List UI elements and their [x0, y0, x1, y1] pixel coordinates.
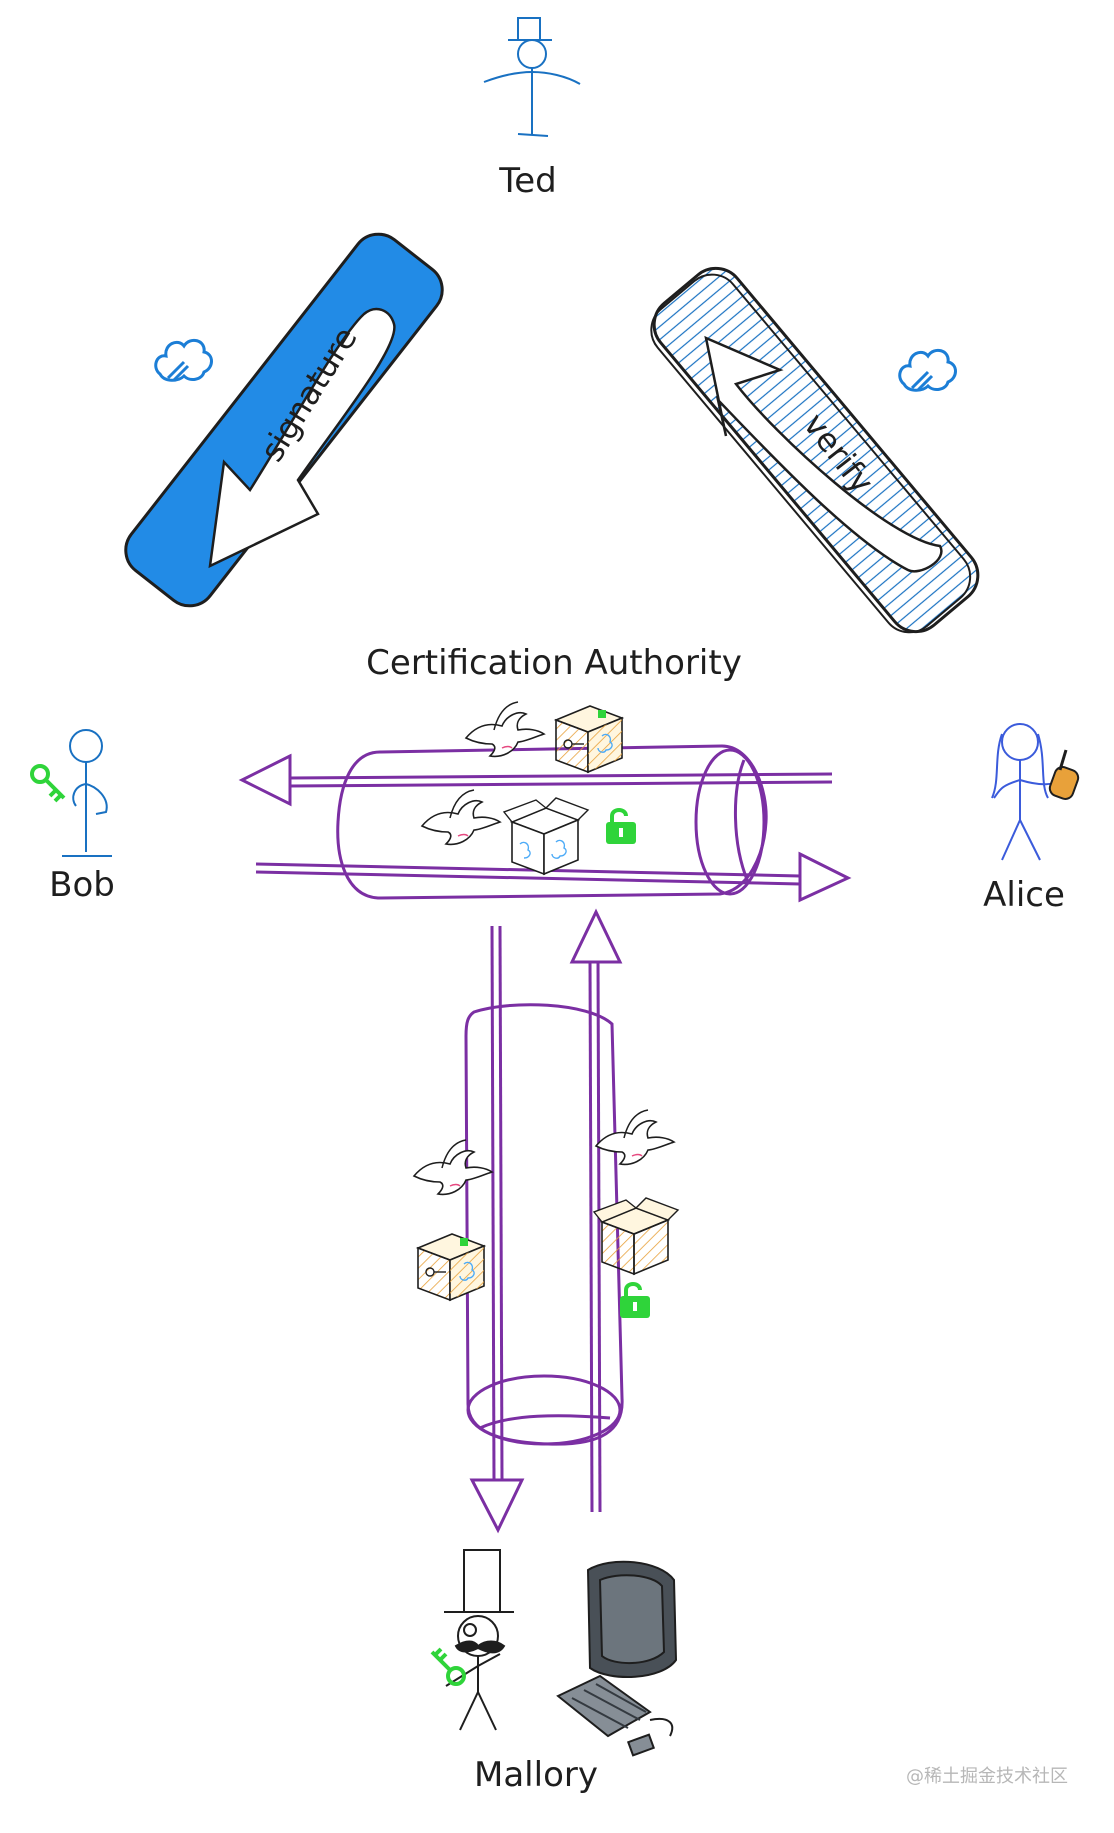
- person-ted-icon: [483, 17, 581, 137]
- key-icon: [30, 764, 66, 803]
- unlock-icon: [604, 808, 638, 846]
- dove-icon: [421, 789, 501, 846]
- bob-label: Bob: [49, 865, 115, 905]
- arrow-down-to-mallory: [469, 925, 525, 1534]
- cloud-icon: [898, 348, 957, 392]
- dove-icon: [413, 1139, 493, 1196]
- ted-label: Ted: [498, 161, 557, 201]
- verify-arrow: verify: [650, 266, 980, 634]
- watermark: @稀土掘金技术社区: [906, 1766, 1068, 1787]
- arrow-to-bob: [238, 753, 833, 807]
- box-icon: [555, 705, 623, 773]
- mallory-label: Mallory: [474, 1755, 598, 1795]
- box-icon: [593, 1197, 679, 1275]
- signature-arrow: signature: [124, 232, 444, 608]
- alice-label: Alice: [983, 875, 1065, 915]
- arrow-up-from-mallory: [569, 908, 623, 1513]
- box-icon: [503, 797, 589, 875]
- cloud-icon: [154, 338, 213, 382]
- dove-icon: [595, 1109, 675, 1166]
- vertical-tunnel: [464, 1003, 624, 1446]
- arrow-to-alice: [255, 851, 852, 903]
- person-bob-icon: [62, 729, 112, 857]
- unlock-icon: [618, 1282, 652, 1320]
- person-mallory-icon: [444, 1549, 514, 1731]
- key-icon: [1048, 749, 1080, 800]
- ca-label: Certification Authority: [366, 643, 742, 683]
- box-icon: [417, 1233, 485, 1301]
- computer-icon: [556, 1560, 678, 1757]
